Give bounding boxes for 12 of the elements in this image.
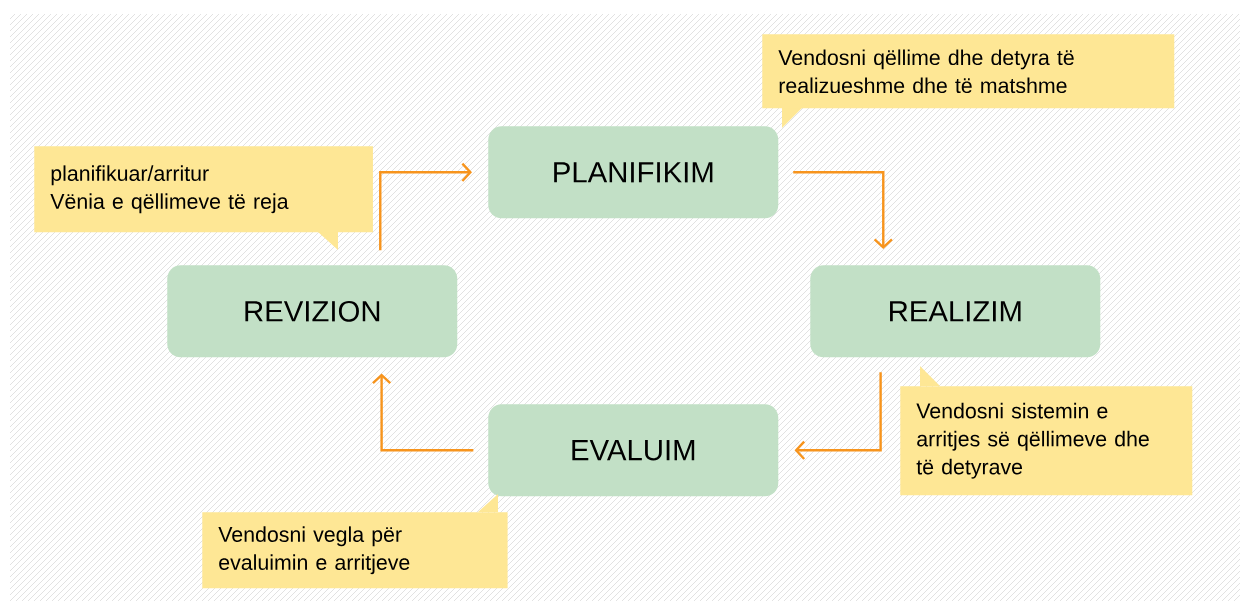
process-box: REALIZIM (810, 265, 1101, 358)
arrow (794, 372, 882, 460)
speech-bubble: Vendosni sistemin e arritjes së qëllimeve dhe të detyrave (900, 366, 1193, 496)
process-box: EVALUIM (488, 404, 779, 497)
speech-bubble: planifikuar/arritur Vënia e qëllimeve të reja (34, 146, 373, 250)
speech-bubble: Vendosni qëllime dhe detyra të realizueshme dhe të matshme (762, 34, 1175, 128)
arrow (372, 373, 474, 452)
arrow (793, 171, 893, 249)
process-box: REVIZION (167, 265, 458, 358)
speech-bubble: Vendosni vegla për evaluimin e arritjeve (202, 494, 508, 589)
arrow (379, 162, 472, 251)
process-box: PLANIFIKIM (488, 126, 779, 219)
